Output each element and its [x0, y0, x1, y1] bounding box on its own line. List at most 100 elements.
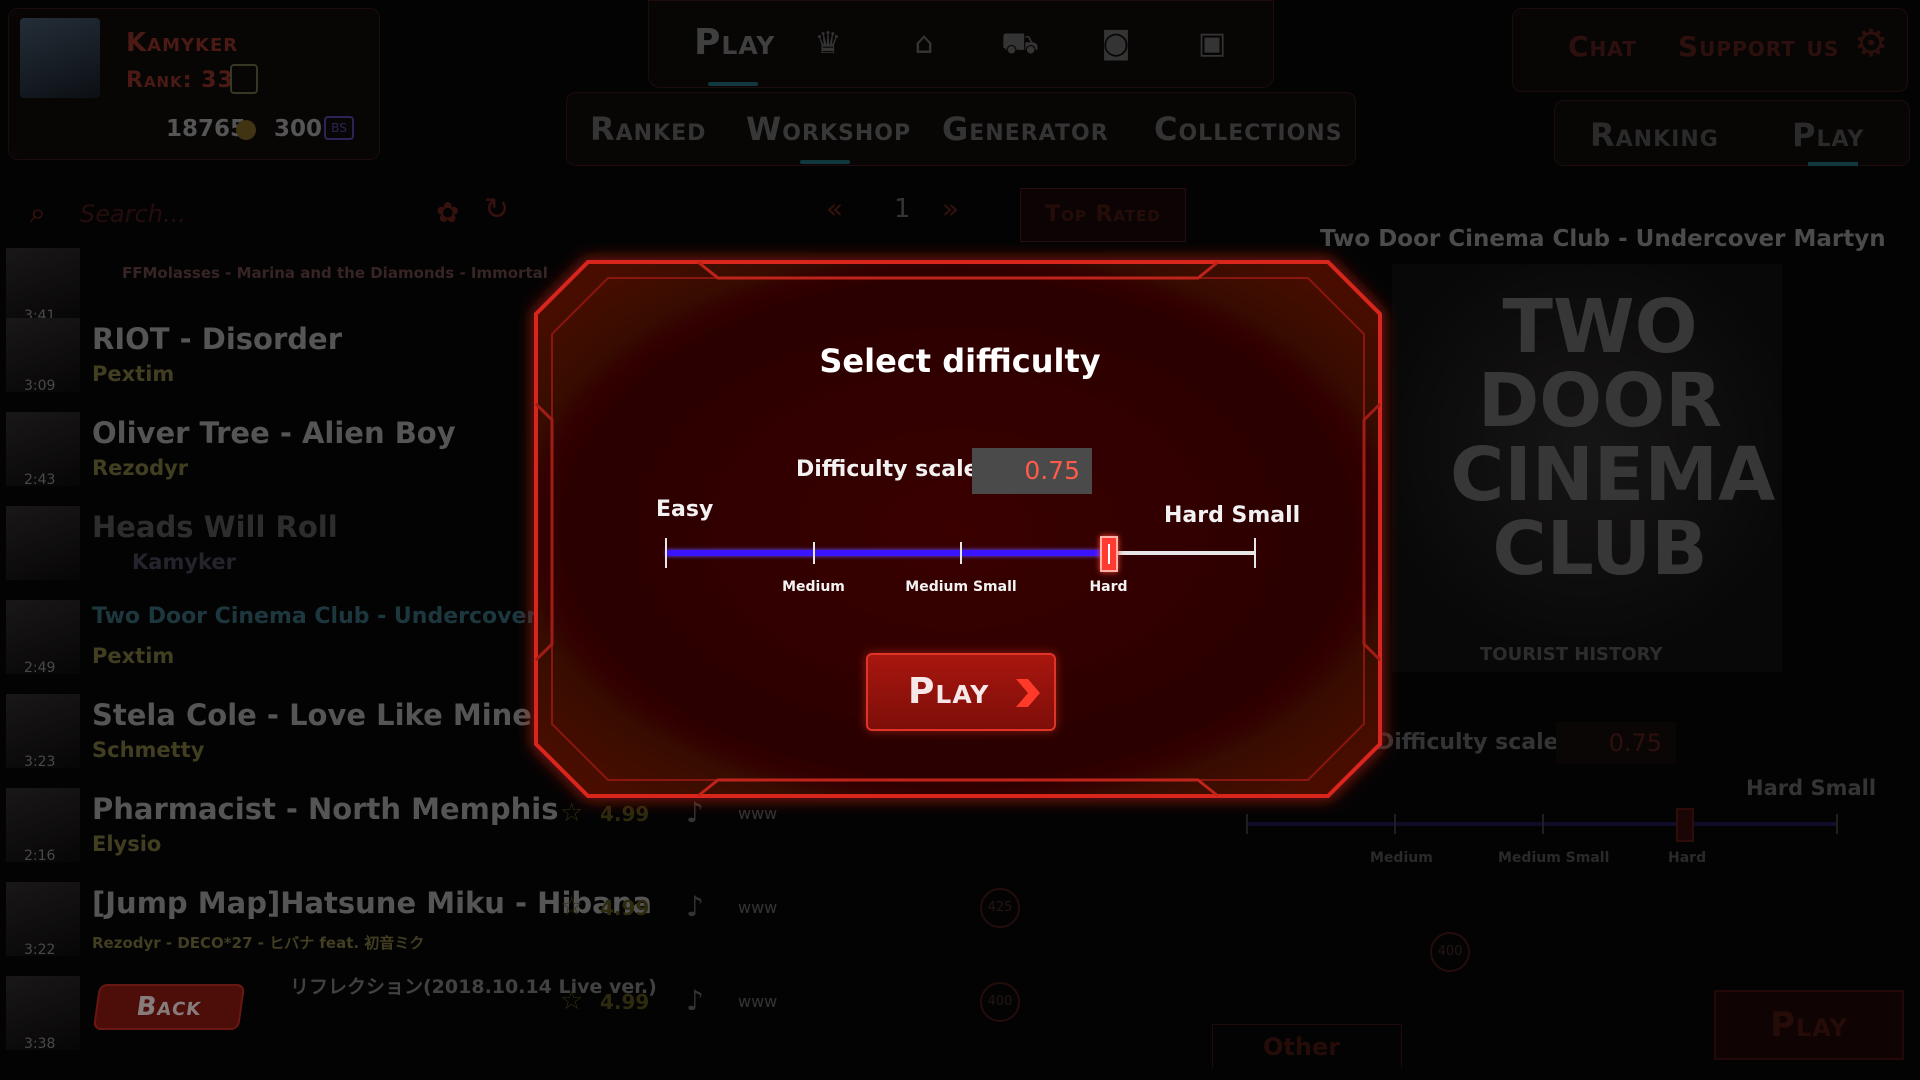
song-author: Rezodyr - DECO*27 - ヒバナ feat. 初音ミク	[92, 934, 425, 952]
song-thumbnail	[6, 412, 80, 486]
modal-title: Select difficulty	[819, 342, 1101, 380]
rank-label: Rank: 33	[126, 68, 234, 93]
page-prev-button[interactable]: «	[826, 192, 844, 225]
song-row[interactable]: Heads Will Roll Kamyker	[0, 502, 1180, 594]
song-duration: 3:38	[24, 1036, 56, 1052]
gem-count: 300	[274, 116, 323, 142]
sort-dropdown[interactable]: Top Rated	[1020, 188, 1186, 242]
category-dropdown[interactable]: Other	[1212, 1024, 1402, 1068]
www-icon: www	[738, 992, 778, 1011]
tab-ranking[interactable]: Ranking	[1590, 116, 1719, 154]
slider-mark-label: Medium Small	[905, 579, 1017, 595]
slider-tick	[812, 542, 815, 564]
page-number: 1	[894, 194, 911, 224]
tab-workshop[interactable]: Workshop	[746, 110, 912, 148]
difficulty-slider-thumb[interactable]	[1099, 536, 1118, 572]
song-duration: 2:43	[24, 472, 56, 488]
gem-icon: BS	[324, 116, 354, 140]
star-icon[interactable]: ☆	[560, 892, 584, 922]
song-row[interactable]: 2:43 Oliver Tree - Alien Boy Rezodyr	[0, 408, 1180, 500]
detail-play-button[interactable]: Play	[1714, 990, 1904, 1060]
gear-icon[interactable]: ⚙	[1853, 21, 1889, 65]
detail-slider-thumb[interactable]	[1676, 808, 1694, 842]
star-icon[interactable]: ☆	[560, 798, 584, 828]
album-cover	[1392, 264, 1782, 672]
detail-mark-label: Medium	[1370, 850, 1433, 866]
album-cover-logo: TWO DOOR CINEMA CLUB	[1450, 284, 1776, 592]
song-title: RIOT - Disorder	[92, 322, 343, 356]
difficulty-scale-label: Difficulty scale:	[796, 457, 988, 482]
song-row[interactable]: 3:23 Stela Cole - Love Like Mine Schmett…	[0, 690, 1180, 782]
detail-song-title: Two Door Cinema Club - Undercover Martyn	[1320, 226, 1886, 252]
song-rating: 4.99	[600, 990, 650, 1014]
detail-slider-tick	[1542, 814, 1544, 834]
filter-flower-icon[interactable]: ✿	[436, 196, 460, 229]
song-duration: 2:16	[24, 848, 56, 864]
song-title: [Jump Map]Hatsune Miku - Hibana	[92, 886, 652, 920]
song-thumbnail	[6, 788, 80, 862]
camera-icon[interactable]: ◙	[1101, 26, 1131, 61]
song-duration: 3:09	[24, 378, 56, 394]
page-next-button[interactable]: »	[942, 192, 960, 225]
tab-ranked[interactable]: Ranked	[590, 110, 707, 148]
shop-cart-icon[interactable]: ⛟	[1001, 26, 1039, 61]
right-nav	[1554, 100, 1910, 166]
song-thumbnail	[6, 506, 80, 580]
tab-collections[interactable]: Collections	[1154, 110, 1343, 148]
song-author: Pextim	[92, 644, 175, 668]
stat-ring-icon: 425	[980, 888, 1020, 928]
rank-chevron-icon	[230, 64, 258, 94]
song-duration: 3:22	[24, 942, 56, 958]
detail-slider-tick	[1394, 814, 1396, 834]
song-row[interactable]: 3:09 RIOT - Disorder Pextim	[0, 314, 1180, 406]
stat-ring-icon: 400	[1430, 932, 1470, 972]
support-button[interactable]: Support us	[1678, 30, 1840, 63]
refresh-icon[interactable]: ↻	[484, 192, 510, 227]
tab-play[interactable]: Play	[1792, 116, 1865, 154]
song-row[interactable]: 2:16 Pharmacist - North Memphis Elysio ☆…	[0, 784, 1180, 876]
song-thumbnail	[6, 600, 80, 674]
detail-scale-value[interactable]: 0.75	[1556, 722, 1676, 764]
song-row[interactable]: 3:22 [Jump Map]Hatsune Miku - Hibana Rez…	[0, 878, 1180, 970]
difficulty-scale-input[interactable]	[972, 448, 1092, 494]
song-author: Kamyker	[132, 550, 237, 574]
song-thumbnail	[6, 882, 80, 956]
nav-play[interactable]: Play	[694, 22, 776, 63]
www-icon: www	[738, 804, 778, 823]
right-tab-indicator	[1808, 162, 1858, 166]
home-icon[interactable]: ⌂	[914, 26, 934, 61]
play-button-label: Play	[908, 671, 990, 712]
song-title: FFMolasses - Marina and the Diamonds - I…	[122, 264, 548, 282]
avatar[interactable]	[20, 18, 100, 98]
song-duration: 2:49	[24, 660, 56, 676]
crown-icon[interactable]: ♛	[814, 26, 842, 61]
song-thumbnail	[6, 976, 80, 1050]
star-icon[interactable]: ☆	[560, 986, 584, 1016]
detail-slider-tick	[1836, 814, 1838, 834]
tab-generator[interactable]: Generator	[942, 110, 1109, 148]
play-button[interactable]: Play	[866, 653, 1056, 731]
song-author: Schmetty	[92, 738, 205, 762]
top-right-panel	[1512, 8, 1908, 92]
detail-scale-label: Difficulty scale:	[1376, 730, 1568, 755]
detail-mark-label: Hard	[1668, 850, 1707, 866]
song-thumbnail	[6, 318, 80, 392]
song-rating: 4.99	[600, 802, 650, 826]
song-row[interactable]: 3:41 FFMolasses - Marina and the Diamond…	[0, 244, 1180, 336]
detail-mark-label: Medium Small	[1498, 850, 1610, 866]
chat-button[interactable]: Chat	[1568, 30, 1637, 63]
slider-tick-start	[665, 538, 667, 568]
song-title: Oliver Tree - Alien Boy	[92, 416, 456, 450]
song-thumbnail	[6, 248, 80, 322]
slider-tick-end	[1254, 538, 1256, 568]
song-title: Heads Will Roll	[92, 510, 338, 544]
music-note-icon: ♪	[686, 890, 704, 923]
search-input[interactable]	[80, 198, 420, 230]
clipboard-icon[interactable]: ▣	[1197, 26, 1227, 61]
song-row[interactable]: 3:38 リフレクション(2018.10.14 Live ver.) ☆ 4.9…	[0, 972, 1180, 1064]
coin-icon	[236, 120, 256, 140]
label-hard-small: Hard Small	[1164, 503, 1301, 528]
search-icon: ⌕	[30, 196, 46, 229]
